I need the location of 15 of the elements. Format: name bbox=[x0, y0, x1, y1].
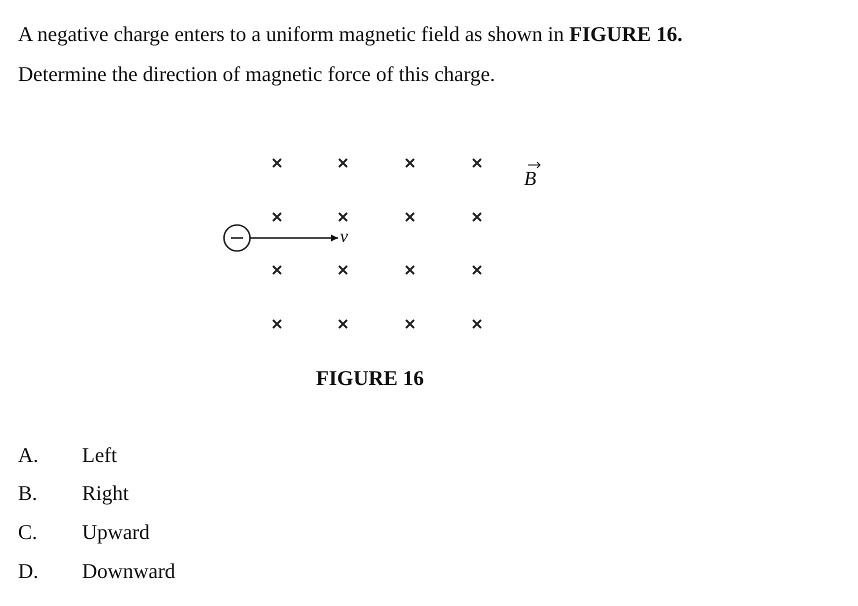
option-text: Upward bbox=[82, 520, 150, 546]
question-text: Determine the direction of magnetic force of this charge. bbox=[18, 62, 496, 88]
option-letter: D. bbox=[18, 559, 38, 584]
option-text: Left bbox=[82, 443, 117, 468]
option-letter: A. bbox=[18, 443, 38, 468]
velocity-arrow bbox=[250, 234, 338, 242]
magnetic-field-label: B bbox=[524, 167, 536, 191]
negative-charge-circle bbox=[223, 224, 251, 252]
option-text: Right bbox=[82, 481, 129, 506]
option-letter: C. bbox=[18, 520, 38, 546]
figure-caption: FIGURE 16 bbox=[316, 366, 424, 392]
option-text: Downward bbox=[82, 559, 176, 584]
velocity-label: v bbox=[340, 226, 348, 248]
option-letter: B. bbox=[18, 481, 38, 506]
question-text: A negative charge enters to a uniform magnetic field as shown in FIGURE 16. bbox=[18, 22, 682, 48]
